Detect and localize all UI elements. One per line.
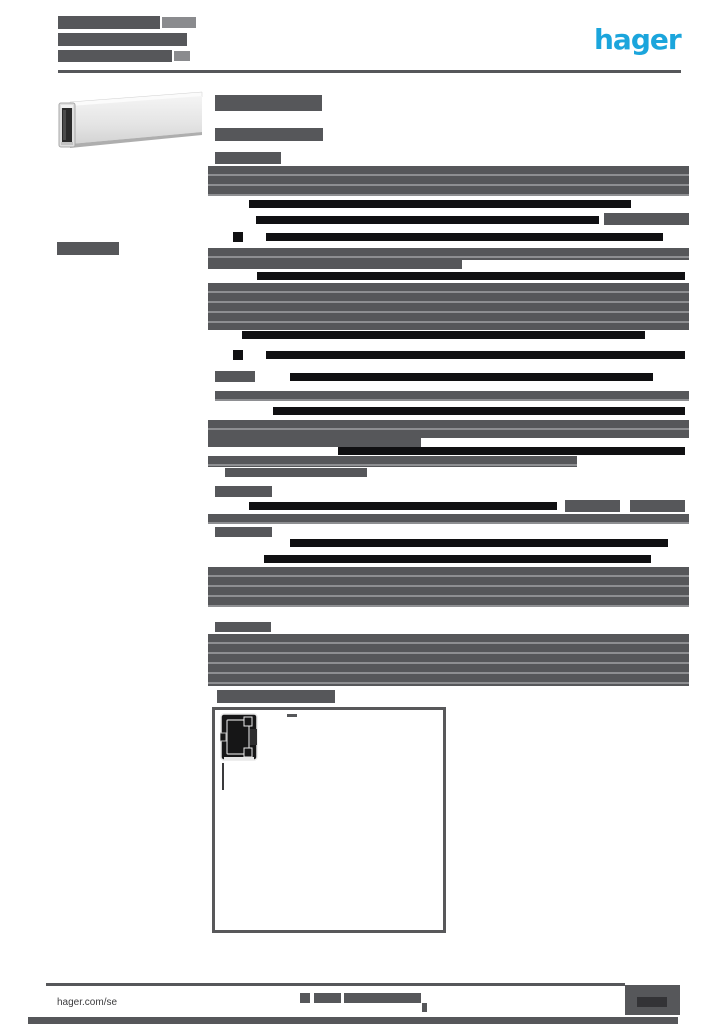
section-3-label <box>215 527 272 537</box>
bullet-2 <box>233 350 243 360</box>
footer-bottom-bar <box>28 1017 678 1024</box>
section-2-label <box>215 486 272 497</box>
product-subtitle-bar <box>215 128 323 141</box>
spec-note-3 <box>630 500 685 512</box>
paragraph-5a <box>208 456 577 467</box>
spec-value-1 <box>249 200 631 208</box>
header-line-3a <box>58 50 172 62</box>
row-label-1 <box>215 371 255 382</box>
footer-text-1 <box>300 993 310 1003</box>
footer-website-link[interactable]: hager.com/se <box>57 996 118 1008</box>
paragraph-6 <box>208 567 689 607</box>
spec-value-3 <box>266 233 663 241</box>
header-line-1b <box>162 17 196 28</box>
spec-row-gray-1 <box>215 391 689 401</box>
header-rule <box>58 70 681 73</box>
paragraph-2a <box>208 248 689 260</box>
spec-value-12 <box>264 555 651 563</box>
hager-logo: hager <box>594 26 682 54</box>
hager-logo-text: hager <box>594 23 682 56</box>
spec-value-11 <box>290 539 668 547</box>
paragraph-3 <box>208 283 689 330</box>
spec-value-10 <box>249 502 557 510</box>
trunking-photo-graphic <box>58 91 203 148</box>
paragraph-2b <box>208 260 462 269</box>
page-number-text <box>637 997 667 1007</box>
drawing-dimension-tick <box>287 714 297 717</box>
footer-text-3 <box>344 993 421 1003</box>
spec-value-2 <box>256 216 599 224</box>
spec-value-9 <box>338 447 685 455</box>
section-4-label <box>215 622 271 632</box>
header-line-2 <box>58 33 187 46</box>
paragraph-4a <box>208 420 689 438</box>
spec-row-gray-2 <box>208 514 689 524</box>
spec-value-5 <box>242 331 645 339</box>
spec-note-2 <box>565 500 620 512</box>
paragraph-1 <box>208 166 689 196</box>
paragraph-5b <box>225 468 367 477</box>
spec-value-6 <box>266 351 685 359</box>
section-1-label <box>215 152 281 164</box>
drawing-dimension-line <box>222 763 224 790</box>
bullet-1 <box>233 232 243 242</box>
spec-note-1 <box>604 213 689 225</box>
footer-text-2 <box>314 993 341 1003</box>
product-title-bar <box>215 95 322 111</box>
footer-rule <box>46 983 625 986</box>
header-line-3b <box>174 51 190 61</box>
profile-cross-section-drawing <box>219 713 264 763</box>
section-5-label <box>217 690 335 703</box>
paragraph-7 <box>208 634 689 686</box>
footer-comma <box>422 1003 427 1012</box>
footer-site-box: hager.com/se <box>54 991 166 1013</box>
spec-value-8 <box>273 407 685 415</box>
side-section-label <box>57 242 119 255</box>
header-line-1a <box>58 16 160 29</box>
spec-value-4 <box>257 272 685 280</box>
paragraph-4b <box>208 438 421 447</box>
product-photo <box>58 90 204 153</box>
spec-value-7 <box>290 373 653 381</box>
